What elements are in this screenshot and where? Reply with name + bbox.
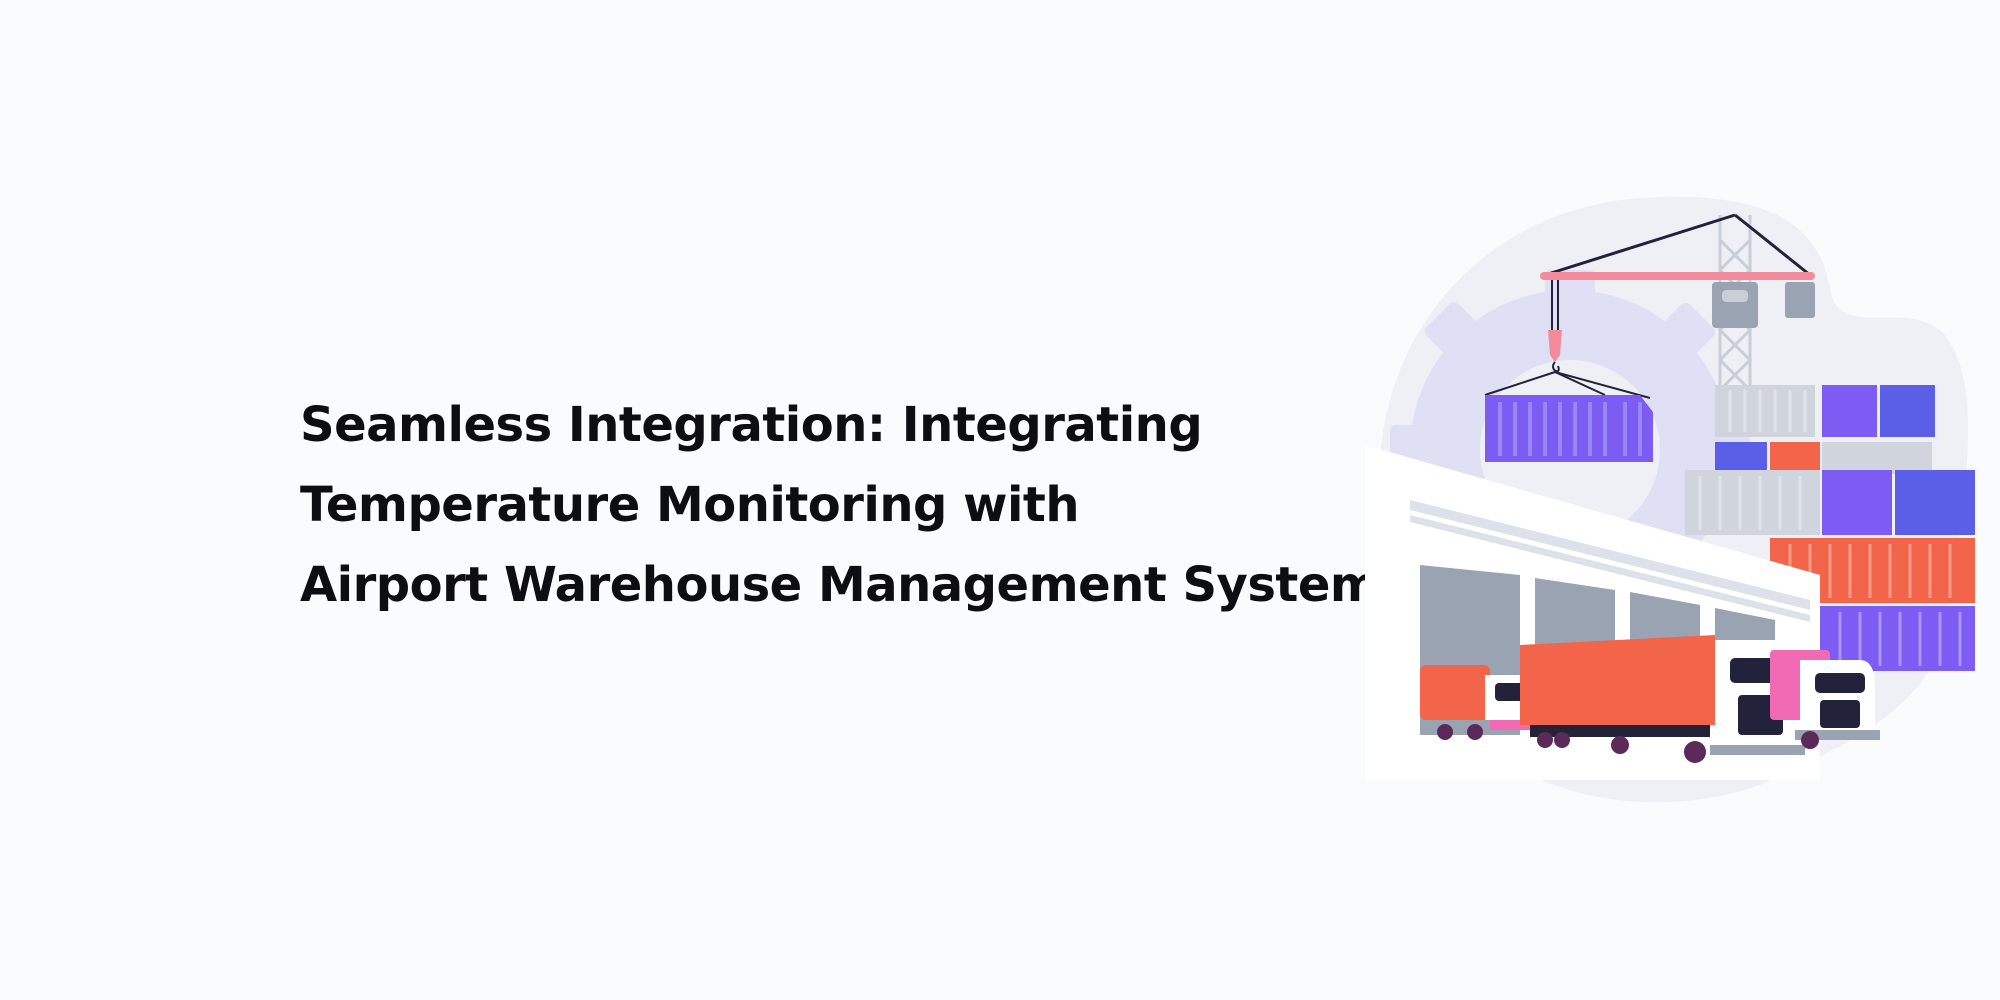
title-line-2: Temperature Monitoring with — [300, 477, 1080, 533]
hanging-container — [1485, 395, 1653, 462]
crane-cabin — [1712, 282, 1758, 328]
logistics-warehouse-illustration — [1365, 196, 1975, 803]
crane-counterweight — [1785, 282, 1815, 318]
title-line-1: Seamless Integration: Integrating — [300, 397, 1203, 453]
page-title: Seamless Integration: Integrating Temper… — [300, 385, 1408, 625]
crane-hook — [1548, 330, 1562, 362]
crane-beam — [1540, 272, 1815, 280]
truck-medium-icon — [1770, 650, 1880, 749]
title-line-3: Airport Warehouse Management Systems — [300, 557, 1408, 613]
